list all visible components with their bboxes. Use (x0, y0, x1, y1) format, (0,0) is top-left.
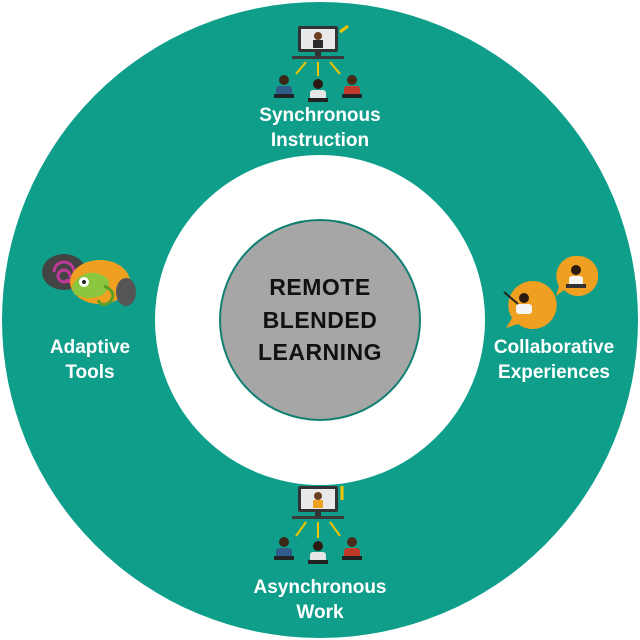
chat-bubbles-icon (503, 255, 598, 330)
video-lecture-icon (274, 486, 362, 564)
center-line-1: REMOTE (269, 274, 371, 301)
center-line-3: LEARNING (257, 339, 383, 366)
segment-left-line-2: Tools (65, 361, 115, 383)
segment-left-label: Adaptive Tools (20, 336, 160, 385)
segment-bottom-line-1: Asynchronous (253, 577, 387, 598)
segment-bottom-line-2: Work (296, 601, 344, 623)
segment-top-label: Synchronous Instruction (236, 104, 404, 153)
segment-right-line-1: Collaborative (493, 337, 615, 358)
segment-bottom-label: Asynchronous Work (236, 576, 404, 625)
segment-top-line-1: Synchronous (259, 105, 381, 126)
center-circle (219, 219, 421, 421)
chameleon-icon (42, 254, 136, 307)
center-label: REMOTE BLENDED LEARNING (220, 225, 420, 415)
center-line-2: BLENDED (262, 306, 378, 333)
segment-left-line-1: Adaptive (49, 337, 131, 358)
segment-right-line-2: Experiences (498, 361, 610, 383)
segment-right-label: Collaborative Experiences (470, 336, 638, 385)
segment-top-line-2: Instruction (270, 129, 370, 151)
video-lecture-icon (274, 24, 362, 102)
